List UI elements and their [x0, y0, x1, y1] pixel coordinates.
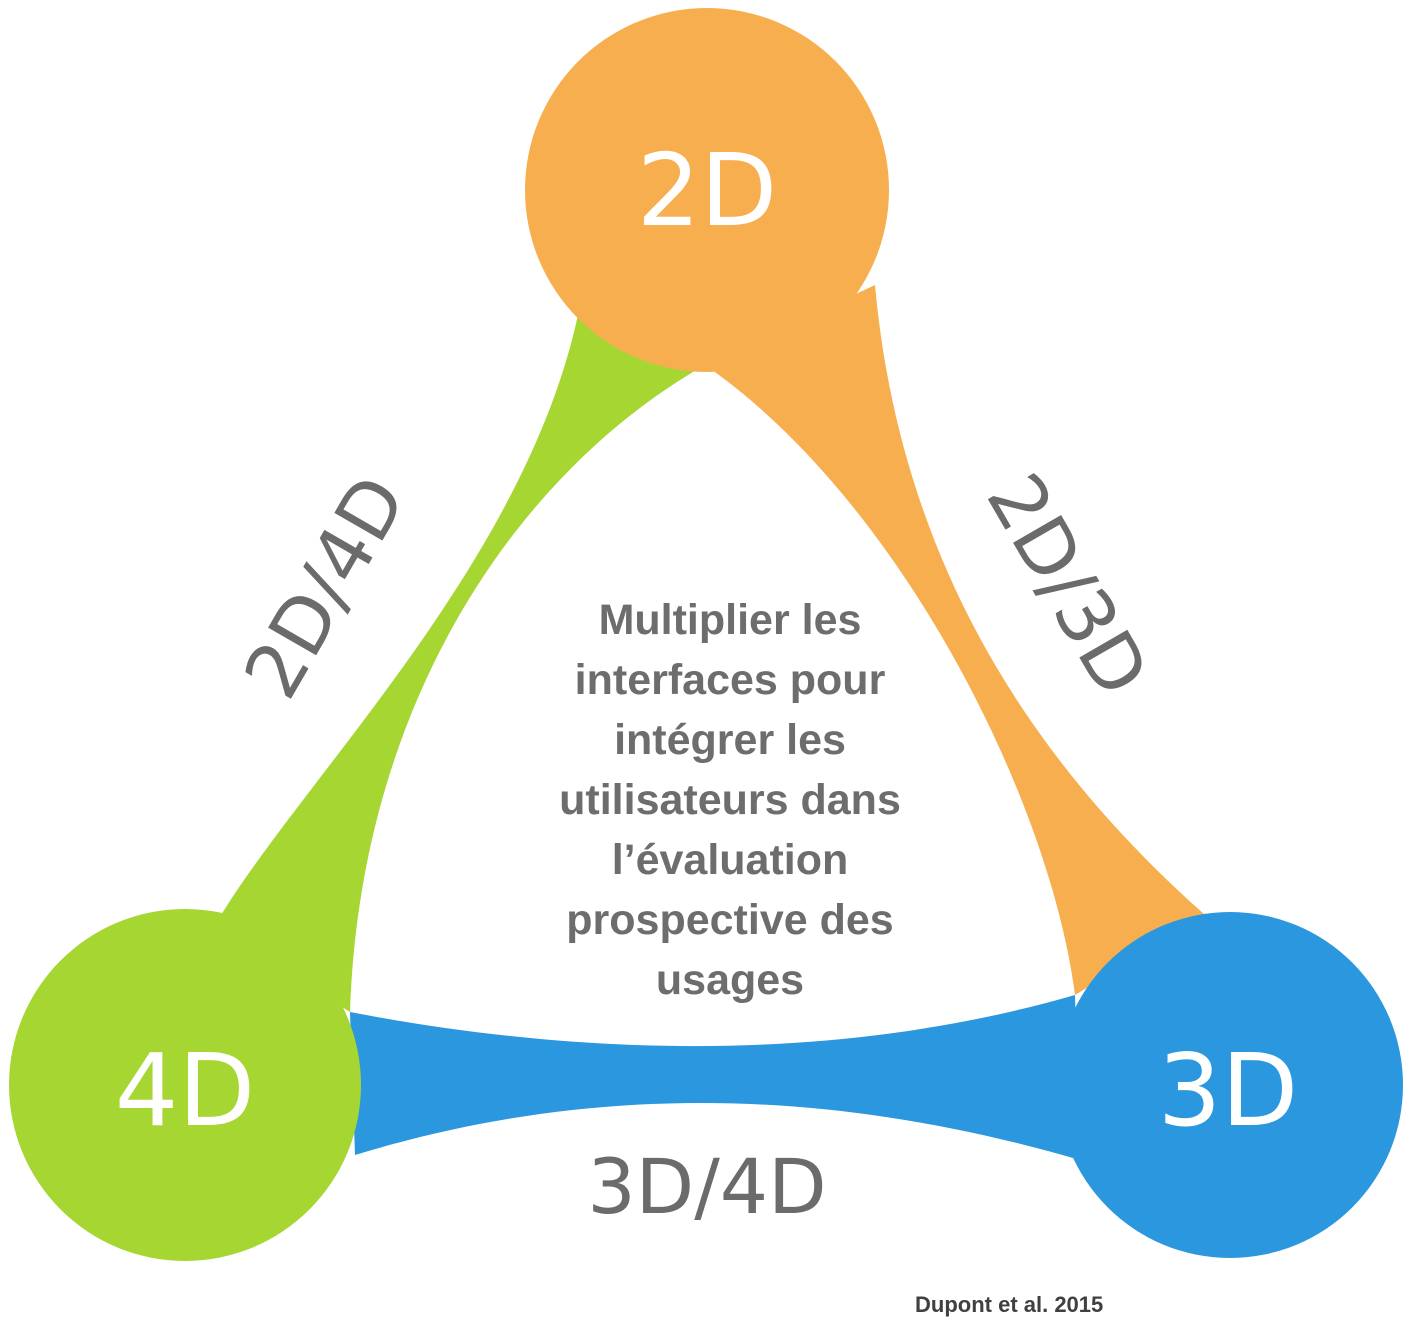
- node-2d-circle: [525, 8, 889, 372]
- node-4d-circle: [9, 909, 361, 1261]
- node-4d-label: 4D: [115, 1032, 256, 1149]
- edge-label-2d-4d: 2D/4D: [227, 461, 424, 713]
- center-line: utilisateurs dans: [559, 776, 901, 824]
- edge-label-3d-4d: 3D/4D: [587, 1142, 826, 1231]
- center-line: intégrer les: [614, 716, 846, 764]
- center-line: prospective des: [566, 896, 894, 944]
- center-line: Multiplier les: [598, 596, 862, 644]
- center-message: Multiplier les interfaces pour intégrer …: [470, 590, 990, 1010]
- center-line: l’évaluation: [611, 836, 849, 884]
- center-line: interfaces pour: [574, 656, 886, 704]
- node-2d-label: 2D: [637, 132, 778, 249]
- citation: Dupont et al. 2015: [915, 1292, 1104, 1317]
- connector-3d-4d: [350, 995, 1080, 1160]
- center-line: usages: [655, 956, 805, 1004]
- node-3d-label: 3D: [1158, 1032, 1299, 1149]
- connector-2d-4d: [215, 305, 705, 1012]
- connector-2d-3d: [705, 285, 1205, 995]
- node-3d-circle: [1057, 912, 1403, 1258]
